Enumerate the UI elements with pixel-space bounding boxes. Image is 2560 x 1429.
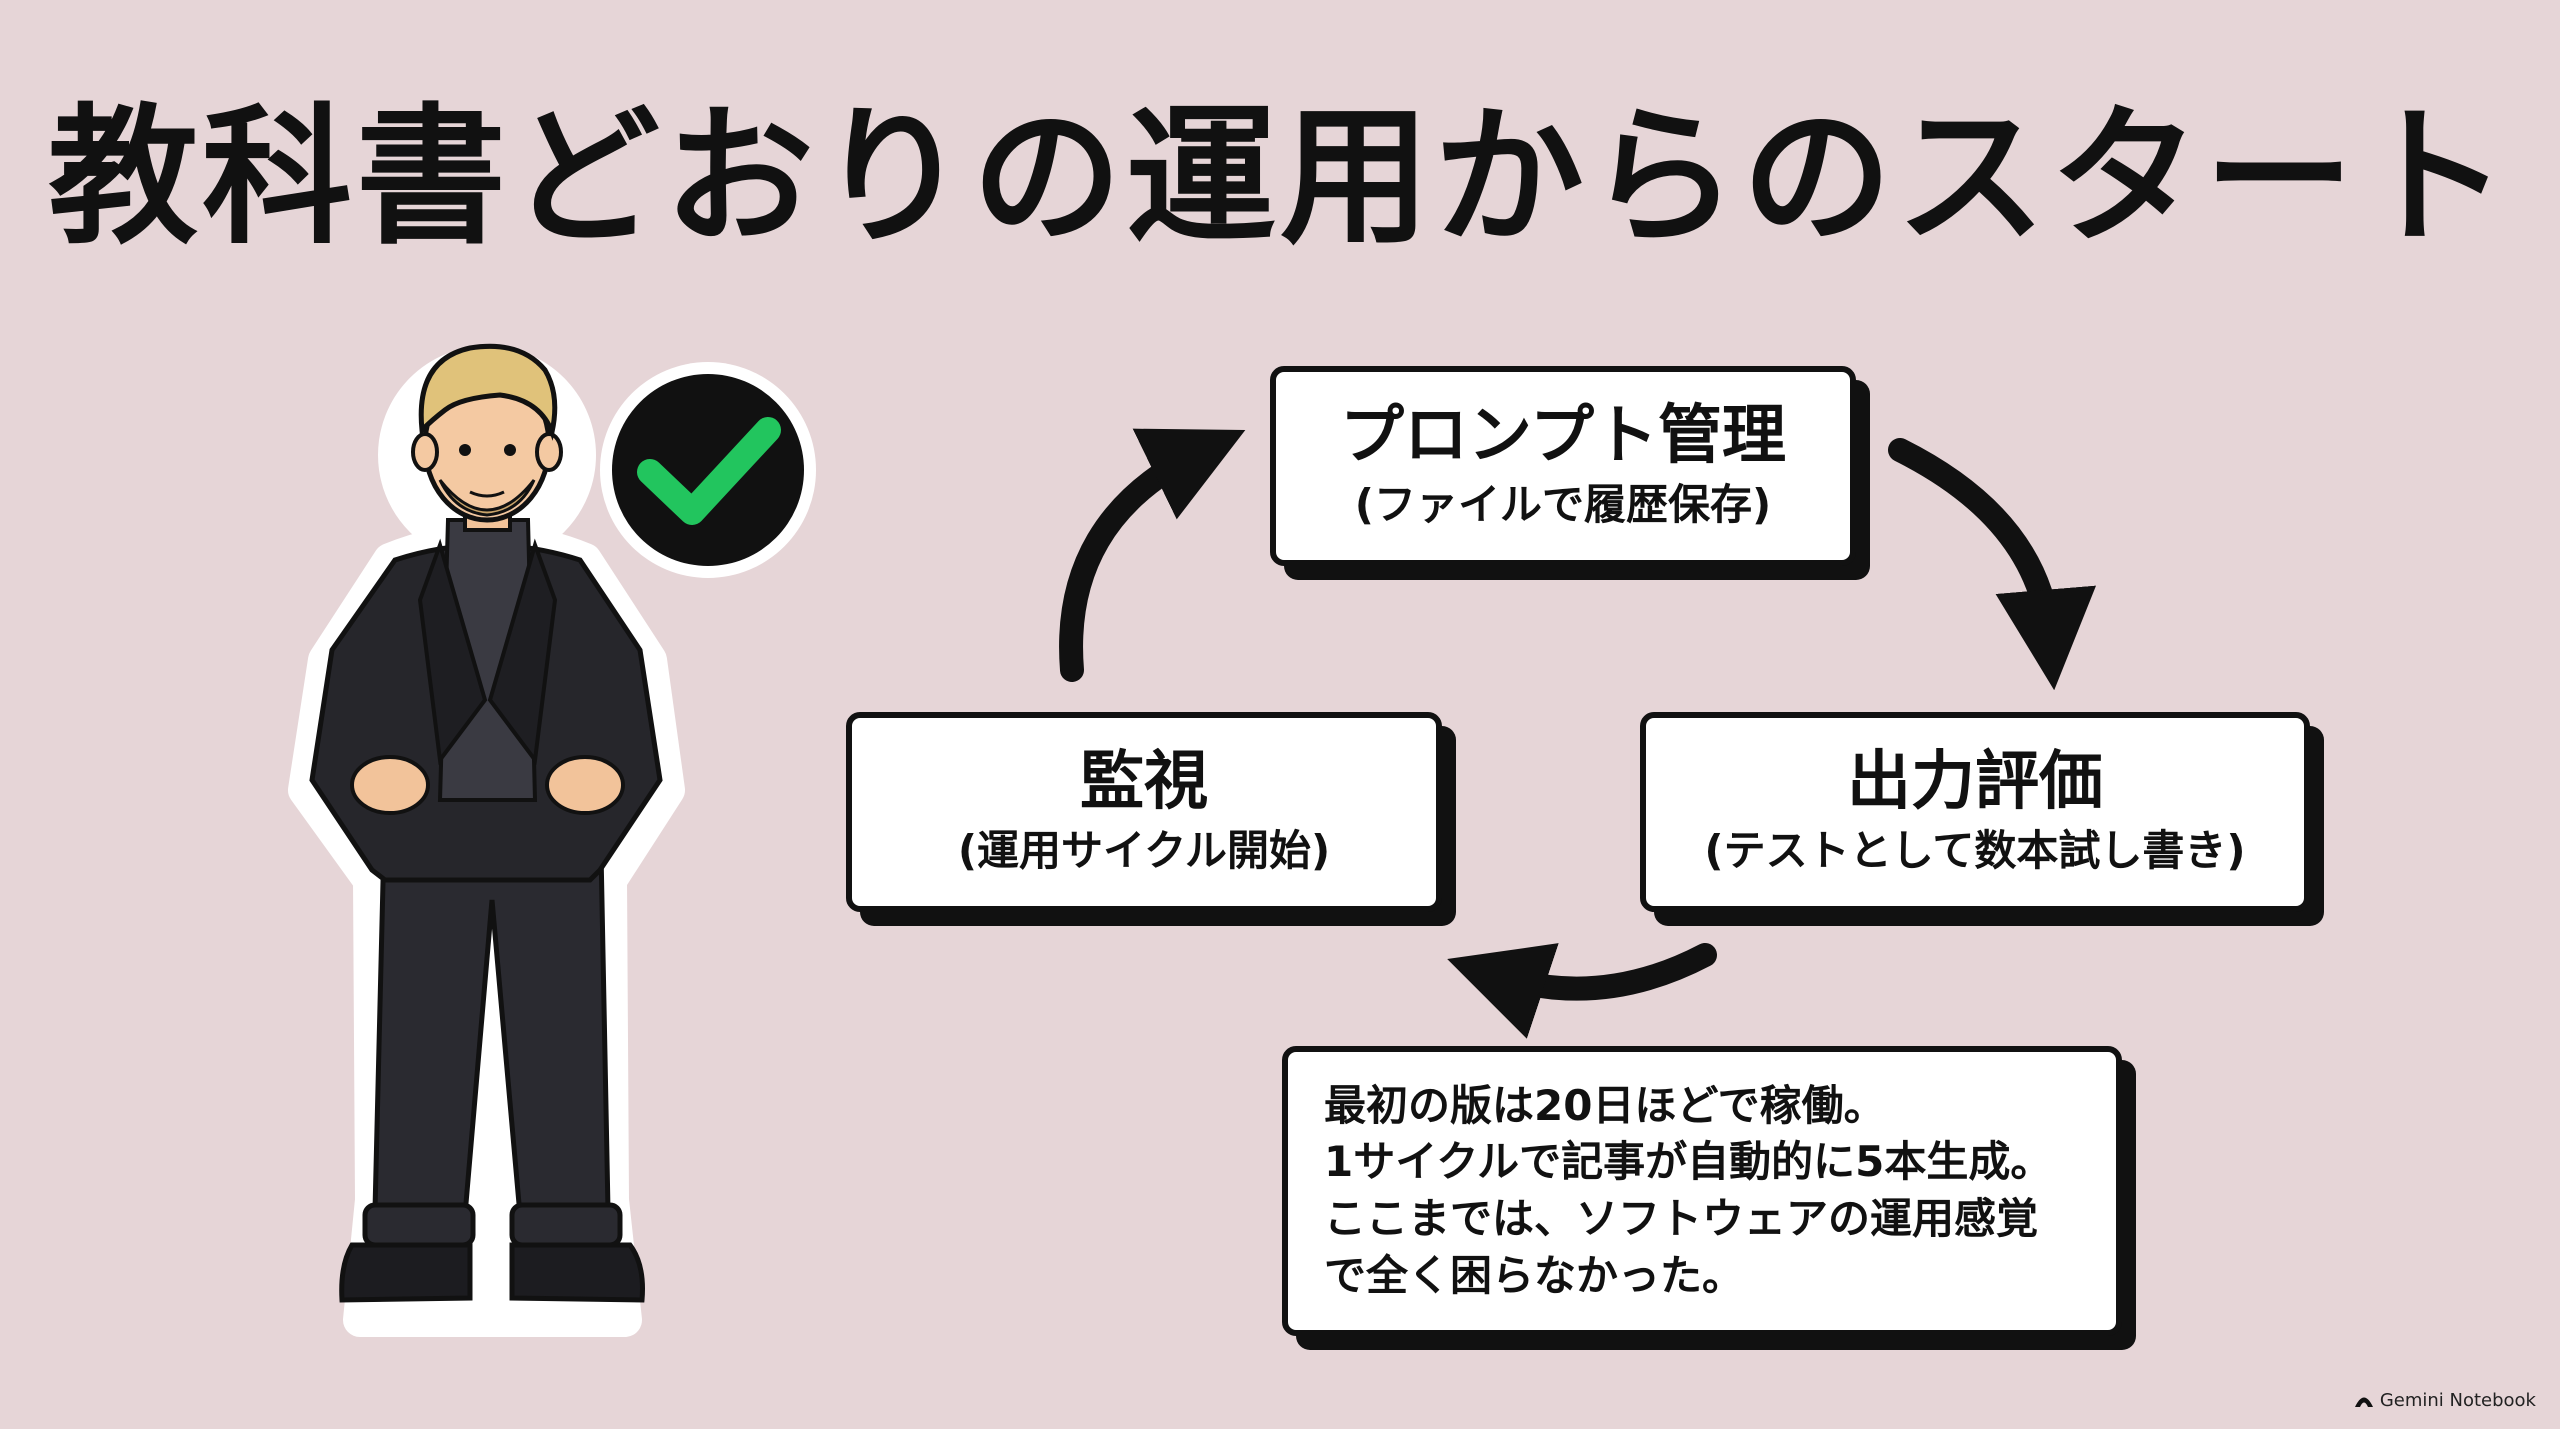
eval-step-subtitle: (テストとして数本試し書き) — [1704, 825, 2246, 875]
arrow-monitor-to-prompt — [1059, 428, 1246, 682]
cycle-step-output-evaluation: 出力評価 (テストとして数本試し書き) — [1640, 712, 2310, 912]
gemini-logo-icon — [2354, 1397, 2373, 1407]
arrow-prompt-to-eval — [1888, 438, 2097, 691]
note-line: 最初の版は20日ほどで稼働。 — [1324, 1080, 1886, 1130]
eval-step-title: 出力評価 — [1847, 744, 2103, 819]
cycle-step-prompt-management: プロンプト管理 (ファイルで履歴保存) — [1270, 366, 1856, 566]
arrow-eval-to-monitor — [1447, 943, 1717, 1039]
check-badge-icon — [600, 362, 816, 578]
footer-brand: Gemini Notebook — [2354, 1390, 2536, 1411]
monitor-step-title: 監視 — [1080, 744, 1208, 819]
note-line: ここまでは、ソフトウェアの運用感覚 — [1324, 1194, 2039, 1243]
cycle-step-monitoring: 監視 (運用サイクル開始) — [846, 712, 1442, 912]
page-title: 教科書どおりの運用からのスタート — [47, 91, 2512, 265]
note-line: で全く困らなかった。 — [1324, 1250, 1745, 1300]
person-illustration — [288, 343, 685, 1337]
prompt-step-title: プロンプト管理 — [1339, 398, 1787, 473]
monitor-step-subtitle: (運用サイクル開始) — [957, 825, 1331, 875]
note-line: 1サイクルで記事が自動的に5本生成。 — [1324, 1137, 2053, 1187]
footer-label: Gemini Notebook — [2379, 1390, 2536, 1411]
note-box: 最初の版は20日ほどで稼働。 1サイクルで記事が自動的に5本生成。 ここまでは、… — [1282, 1046, 2122, 1336]
prompt-step-subtitle: (ファイルで履歴保存) — [1354, 479, 1772, 529]
